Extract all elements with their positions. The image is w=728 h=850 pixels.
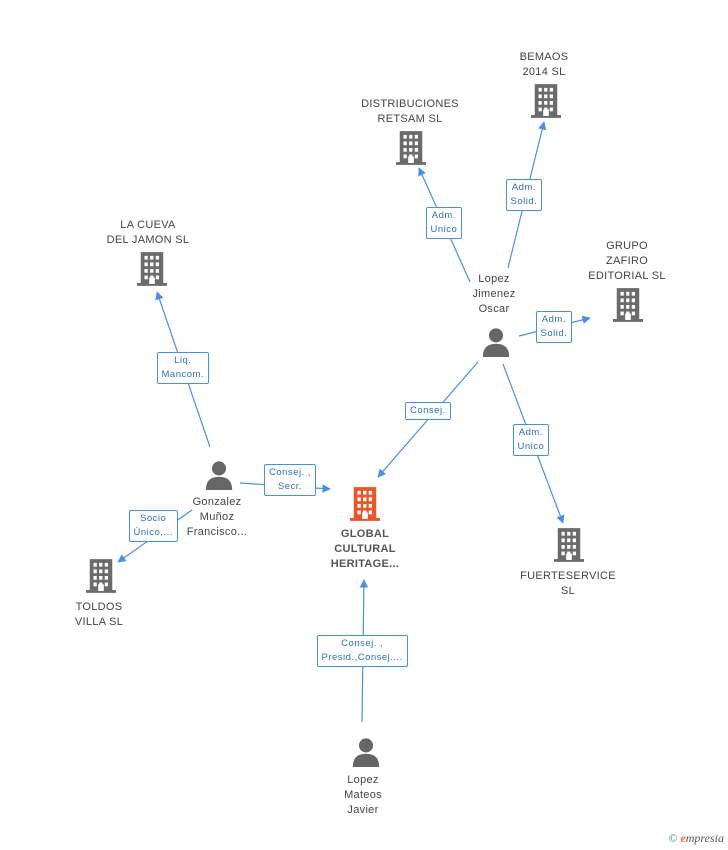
brand-name: mpresia [685, 831, 724, 845]
relation-label[interactable]: Consej. [405, 402, 451, 420]
copyright: © empresia [668, 831, 724, 846]
person-icon[interactable] [204, 460, 234, 495]
relation-label[interactable]: Consej. , Secr. [264, 464, 316, 496]
building-icon[interactable] [86, 559, 116, 598]
node-label-fuerte[interactable]: FUERTESERVICE SL [520, 570, 616, 597]
building-icon[interactable] [137, 252, 167, 291]
node-label-toldos[interactable]: TOLDOS VILLA SL [74, 601, 124, 628]
building-icon[interactable] [613, 288, 643, 327]
node-label-javier[interactable]: Lopez Mateos Javier [344, 774, 382, 816]
relation-label[interactable]: Liq. Mancom. [156, 352, 210, 384]
relation-label[interactable]: Adm. Unico [425, 207, 463, 239]
relation-label[interactable]: Consej. , Presid.,Consej.... [316, 635, 408, 667]
node-label-global[interactable]: GLOBAL CULTURAL HERITAGE... [330, 528, 400, 570]
building-main-icon[interactable] [350, 487, 380, 526]
building-icon[interactable] [554, 528, 584, 567]
relation-label[interactable]: Socio Único,... [128, 510, 178, 542]
person-icon[interactable] [481, 327, 511, 362]
relation-label[interactable]: Adm. Solid. [535, 311, 573, 343]
relation-label[interactable]: Adm. Solid. [505, 179, 543, 211]
node-label-gonzalez[interactable]: Gonzalez Muñoz Francisco... [186, 496, 248, 538]
node-label-retsam[interactable]: DISTRIBUCIONES RETSAM SL [361, 98, 459, 125]
copyright-symbol: © [668, 831, 678, 845]
brand-initial: e [680, 831, 686, 845]
person-icon[interactable] [351, 737, 381, 772]
building-icon[interactable] [396, 131, 426, 170]
node-label-cueva[interactable]: LA CUEVA DEL JAMON SL [106, 219, 190, 246]
node-label-oscar[interactable]: Lopez Jimenez Oscar [472, 273, 516, 315]
node-label-zafiro[interactable]: GRUPO ZAFIRO EDITORIAL SL [588, 240, 666, 282]
building-icon[interactable] [531, 84, 561, 123]
relation-label[interactable]: Adm. Unico [512, 424, 550, 456]
node-label-bemaos[interactable]: BEMAOS 2014 SL [519, 51, 569, 78]
